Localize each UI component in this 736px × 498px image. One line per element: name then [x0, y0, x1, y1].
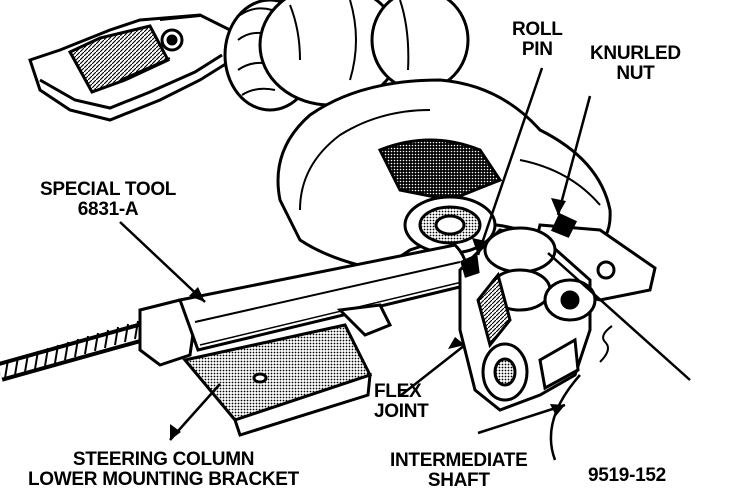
shaft-extension-line: [547, 252, 691, 381]
steering-gear-flange: [276, 78, 612, 272]
roll-pin-leader: [476, 67, 544, 256]
flex-joint-assembly: [458, 226, 597, 412]
arrowheads: [170, 198, 566, 440]
special-tool-leader: [119, 221, 206, 303]
upper-mounting-plate: [28, 13, 234, 122]
figure-ref-leader: [549, 374, 581, 461]
label-special-tool: SPECIAL TOOL 6831-A: [40, 179, 177, 220]
label-steering-column-bracket: STEERING COLUMN LOWER MOUNTING BRACKET: [28, 449, 299, 490]
intermediate-shaft-leader: [477, 403, 566, 435]
label-intermediate-shaft: INTERMEDIATE SHAFT: [390, 450, 528, 491]
reference-squiggle: [599, 325, 613, 363]
lower-mounting-bracket: [182, 303, 393, 437]
threaded-rod: [0, 320, 153, 382]
flex-joint-leader: [399, 344, 466, 397]
label-figure-number: 9519-152: [588, 465, 666, 486]
column-housing: [223, 0, 470, 112]
label-roll-pin: ROLL PIN: [512, 19, 563, 60]
leader-lines: [119, 67, 691, 461]
label-flex-joint: FLEX JOINT: [374, 381, 429, 422]
knurled-nut-leader: [556, 95, 592, 216]
label-knurled-nut: KNURLED NUT: [590, 43, 681, 84]
